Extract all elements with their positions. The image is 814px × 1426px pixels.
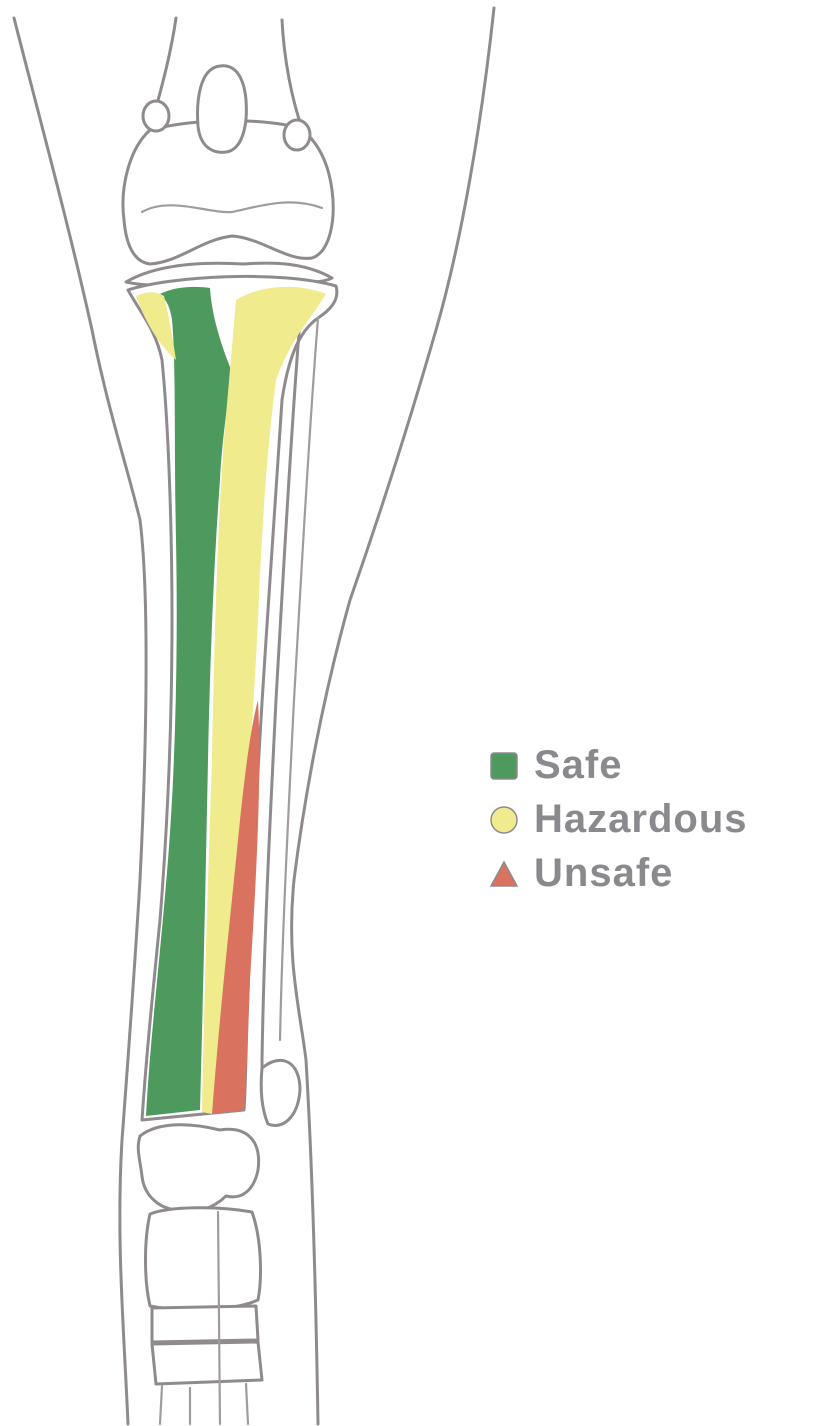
fibula-inner xyxy=(280,318,318,1040)
sesamoid-right xyxy=(284,120,310,150)
legend-item-unsafe: Unsafe xyxy=(488,846,808,900)
sesamoid-left xyxy=(143,101,169,131)
safe-marker xyxy=(491,753,517,779)
tarsal-mid xyxy=(152,1306,258,1342)
patella xyxy=(198,66,247,152)
tarsal-lower xyxy=(152,1342,262,1384)
circle-marker-icon xyxy=(488,803,520,835)
legend-label-hazardous: Hazardous xyxy=(534,797,748,842)
legend: Safe Hazardous Unsafe xyxy=(488,738,808,900)
hazardous-marker xyxy=(491,807,517,833)
femur-shaft-right xyxy=(282,20,302,128)
square-marker-icon xyxy=(488,749,520,781)
legend-item-safe: Safe xyxy=(488,738,808,792)
legend-item-hazardous: Hazardous xyxy=(488,792,808,846)
fibula-malleolus xyxy=(261,1060,300,1125)
metatarsal-left xyxy=(160,1386,162,1424)
triangle-marker-icon xyxy=(488,857,520,889)
talus xyxy=(138,1125,258,1212)
legend-label-unsafe: Unsafe xyxy=(534,851,673,896)
metatarsal-right xyxy=(246,1384,248,1424)
tarsal-upper xyxy=(146,1208,261,1310)
legend-label-safe: Safe xyxy=(534,743,623,788)
unsafe-marker xyxy=(491,862,517,886)
